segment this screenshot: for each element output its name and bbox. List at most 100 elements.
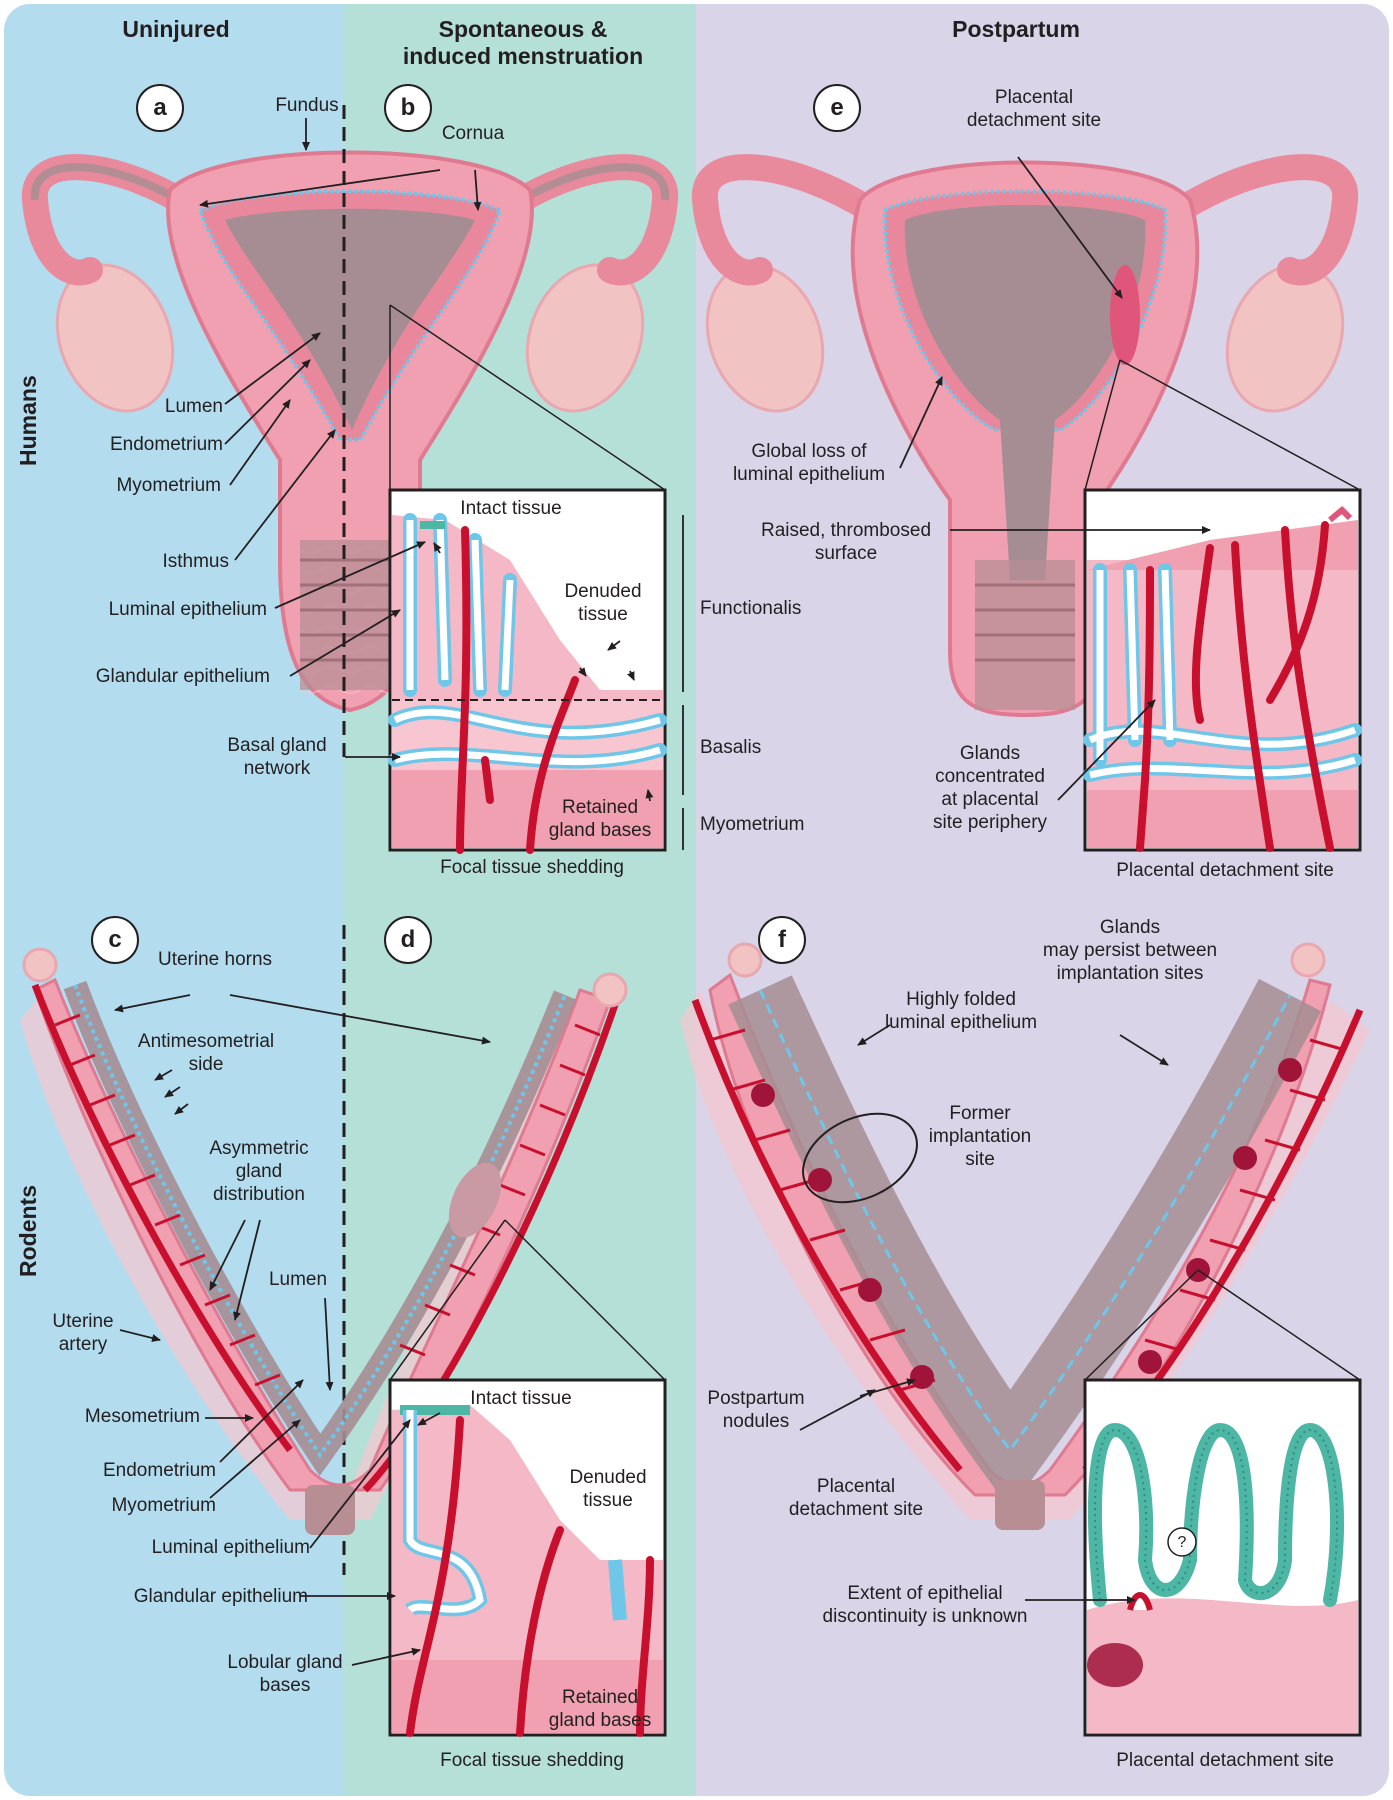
label-placental-detachment-site-f: Placental detachment site xyxy=(789,1475,923,1521)
caption-focal-tissue-shedding-b: Focal tissue shedding xyxy=(440,857,624,878)
human-lumen xyxy=(225,208,475,430)
leader-lines xyxy=(114,118,1211,1666)
label-raised-surface-line2: surface xyxy=(814,543,878,564)
label-myometrium: Myometrium xyxy=(116,475,221,496)
label-placental-detachment-site-e: Placental detachment site xyxy=(967,86,1101,132)
inset-b-menstruation xyxy=(388,304,667,854)
label-fundus: Fundus xyxy=(275,95,339,116)
panel-badge-d: d xyxy=(384,916,432,964)
inset-f-postpartum xyxy=(1083,1269,1362,1737)
label-raised-surface: Raised, thrombosed surface xyxy=(761,519,931,565)
label-retained-gland-bases-d: Retained gland bases xyxy=(549,1686,651,1732)
label-denuded-tissue-b: Denuded tissue xyxy=(564,580,641,626)
label-endometrium-rodent: Endometrium xyxy=(103,1460,216,1481)
label-retained-gland-bases-d-line2: gland bases xyxy=(548,1710,652,1731)
label-lumen-rodent: Lumen xyxy=(268,1269,328,1290)
label-antimesometrial-side-line2: side xyxy=(188,1054,224,1075)
label-asymmetric-gland-line1: Asymmetric xyxy=(209,1138,309,1159)
caption-placental-detachment-site-e: Placental detachment site xyxy=(1116,860,1334,881)
panel-badge-a: a xyxy=(136,84,184,132)
label-denuded-tissue-b-line1: Denuded xyxy=(564,581,642,602)
label-isthmus: Isthmus xyxy=(162,551,229,572)
label-glands-persist-line3: implantation sites xyxy=(1056,963,1204,984)
label-former-implantation-line1: Former xyxy=(949,1103,1011,1124)
inset-d-menstruation xyxy=(388,1219,667,1737)
caption-focal-tissue-shedding-d: Focal tissue shedding xyxy=(440,1750,624,1771)
human-cervix xyxy=(300,540,400,690)
label-postpartum-nodules-line1: Postpartum xyxy=(707,1388,805,1409)
human-uterus-uninjured xyxy=(21,150,679,713)
label-placental-detachment-site-f-line1: Placental xyxy=(816,1476,896,1497)
label-retained-gland-bases-b-line1: Retained xyxy=(561,797,639,818)
label-denuded-tissue-b-line2: tissue xyxy=(578,604,628,625)
label-lobular-gland-bases-line1: Lobular gland xyxy=(227,1652,343,1673)
label-global-loss: Global loss of luminal epithelium xyxy=(733,440,885,486)
label-basal-gland-network-line2: network xyxy=(243,758,311,779)
label-denuded-tissue-d-line2: tissue xyxy=(583,1490,633,1511)
label-question-mark: ? xyxy=(1177,1534,1187,1551)
label-myometrium-layer: Myometrium xyxy=(700,814,805,835)
label-glands-concentrated-line1: Glands xyxy=(959,743,1021,764)
label-glands-concentrated-line4: site periphery xyxy=(932,812,1048,833)
label-intact-tissue-b: Intact tissue xyxy=(460,498,562,519)
label-uterine-artery: Uterine artery xyxy=(52,1310,113,1356)
label-luminal-epithelium: Luminal epithelium xyxy=(108,599,267,620)
label-intact-tissue-d: Intact tissue xyxy=(470,1388,572,1409)
label-placental-detachment-site-e-line2: detachment site xyxy=(966,110,1102,131)
inset-e-postpartum xyxy=(1083,359,1362,852)
header-menstruation-line2: induced menstruation xyxy=(402,43,644,69)
label-global-loss-line1: Global loss of xyxy=(751,441,867,462)
label-antimesometrial-side: Antimesometrial side xyxy=(138,1030,274,1076)
label-endometrium: Endometrium xyxy=(110,434,223,455)
label-denuded-tissue-d: Denuded tissue xyxy=(569,1466,646,1512)
label-global-loss-line2: luminal epithelium xyxy=(732,464,886,485)
label-myometrium-rodent: Myometrium xyxy=(111,1495,216,1516)
label-raised-surface-line1: Raised, thrombosed xyxy=(760,520,932,541)
header-uninjured: Uninjured xyxy=(122,16,230,42)
nodule xyxy=(858,1278,882,1302)
label-uterine-artery-line1: Uterine xyxy=(52,1311,114,1332)
caption-placental-detachment-site-f: Placental detachment site xyxy=(1116,1750,1334,1771)
label-basal-gland-network-line1: Basal gland xyxy=(227,735,327,756)
label-highly-folded: Highly folded luminal epithelium xyxy=(885,988,1037,1034)
label-mesometrium: Mesometrium xyxy=(84,1406,200,1427)
human-uterus-postpartum xyxy=(691,154,1359,718)
nodule xyxy=(1278,1058,1302,1082)
label-extent-unknown-line2: discontinuity is unknown xyxy=(822,1606,1028,1627)
label-extent-unknown-line1: Extent of epithelial xyxy=(847,1583,1003,1604)
label-asymmetric-gland-line2: gland xyxy=(235,1161,283,1182)
nodule xyxy=(910,1365,934,1389)
label-placental-detachment-site-e-line1: Placental xyxy=(994,87,1074,108)
rodent-uterus-postpartum xyxy=(680,942,1370,1530)
header-menstruation-line1: Spontaneous & xyxy=(438,16,608,42)
label-glands-concentrated-line3: at placental xyxy=(941,789,1039,810)
label-glands-persist-line1: Glands xyxy=(1099,917,1161,938)
panel-badge-e: e xyxy=(813,84,861,132)
label-former-implantation: Former implantation site xyxy=(929,1102,1031,1171)
label-placental-detachment-site-f-line2: detachment site xyxy=(788,1499,924,1520)
label-uterine-horns: Uterine horns xyxy=(157,949,273,970)
nodule xyxy=(1138,1350,1162,1374)
label-highly-folded-line2: luminal epithelium xyxy=(884,1012,1038,1033)
label-retained-gland-bases-d-line1: Retained xyxy=(561,1687,639,1708)
label-basal-gland-network: Basal gland network xyxy=(227,734,326,780)
label-basalis: Basalis xyxy=(700,737,762,758)
panel-badge-f: f xyxy=(758,916,806,964)
label-luminal-epithelium-rodent: Luminal epithelium xyxy=(151,1537,310,1558)
label-glands-concentrated: Glands concentrated at placental site pe… xyxy=(933,742,1047,834)
label-glands-concentrated-line2: concentrated xyxy=(935,766,1045,787)
label-former-implantation-line2: implantation xyxy=(928,1126,1032,1147)
label-cornua: Cornua xyxy=(441,123,505,144)
label-highly-folded-line1: Highly folded xyxy=(906,989,1016,1010)
label-glandular-epithelium: Glandular epithelium xyxy=(95,666,270,687)
nodule xyxy=(1233,1146,1257,1170)
label-glandular-epithelium-rodent: Glandular epithelium xyxy=(133,1586,308,1607)
label-glands-persist-line2: may persist between xyxy=(1042,940,1218,961)
former-implantation-circle xyxy=(802,1112,918,1204)
panel-badge-b: b xyxy=(384,84,432,132)
label-retained-gland-bases-b-line2: gland bases xyxy=(548,820,652,841)
label-extent-unknown: Extent of epithelial discontinuity is un… xyxy=(823,1582,1028,1628)
label-denuded-tissue-d-line1: Denuded xyxy=(569,1467,647,1488)
label-functionalis: Functionalis xyxy=(700,598,802,619)
